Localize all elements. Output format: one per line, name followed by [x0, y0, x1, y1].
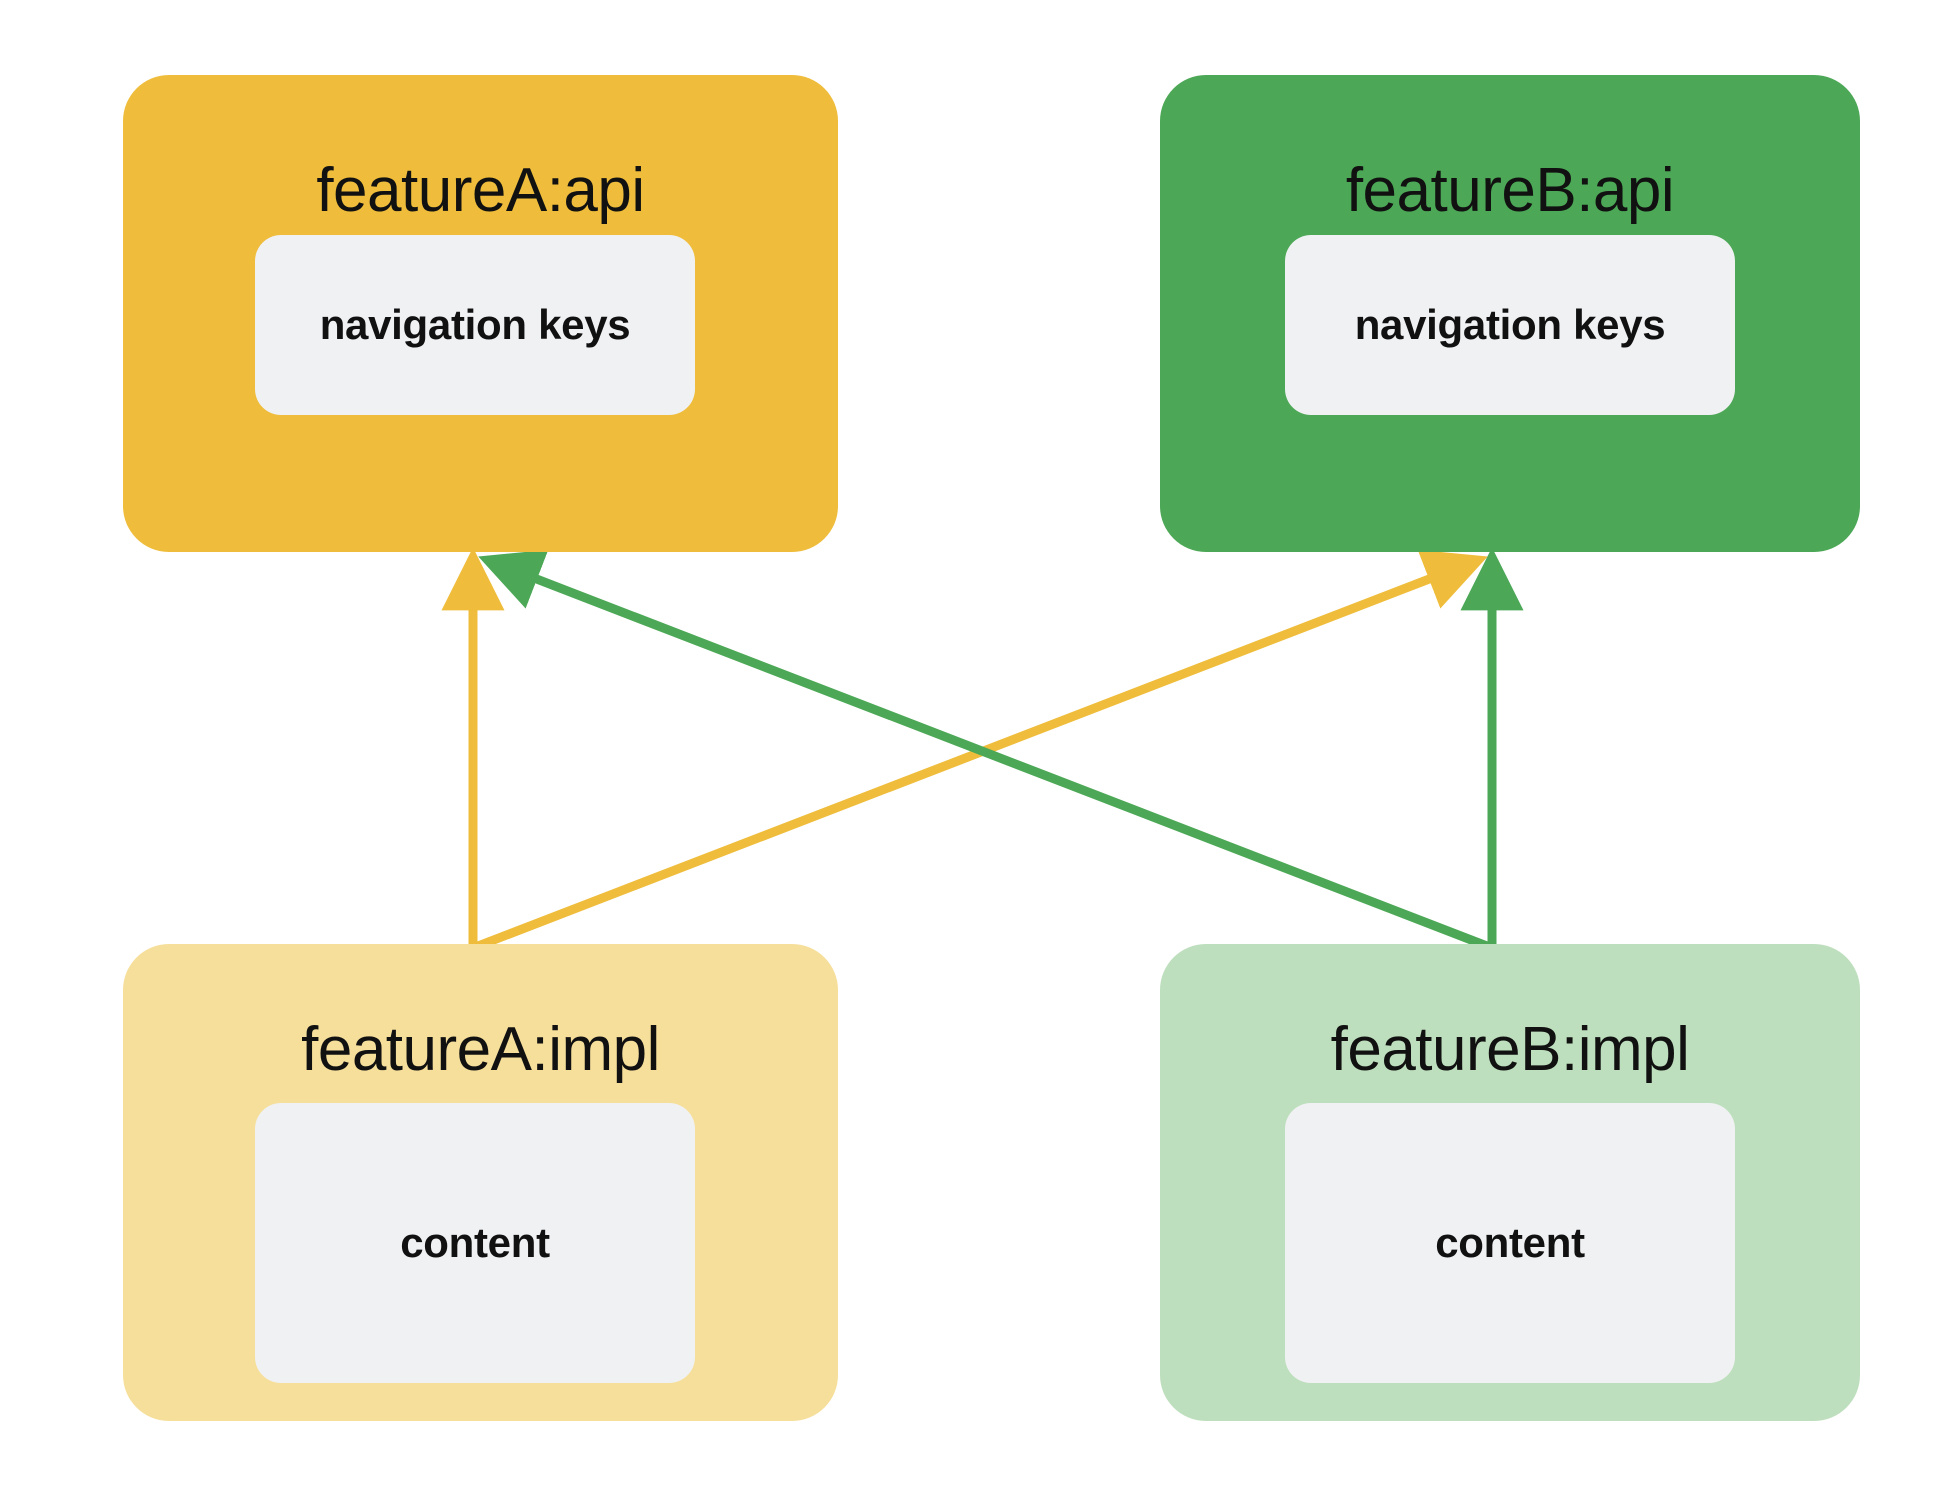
- node-inner-label: navigation keys: [1354, 301, 1666, 348]
- node-title: featureB:api: [1345, 156, 1675, 225]
- node-title: featureA:api: [316, 156, 645, 225]
- edge-implA-to-apiB: [471, 549, 1488, 953]
- edge-implB-to-apiA: [478, 549, 1494, 953]
- node-title: featureA:impl: [301, 1015, 660, 1084]
- node-inner-label: content: [400, 1219, 550, 1266]
- node-inner-label: navigation keys: [319, 301, 631, 348]
- node-inner-label: content: [1435, 1219, 1585, 1266]
- node-title: featureB:impl: [1330, 1015, 1690, 1084]
- node-featureB-impl-inner-panel: content: [1285, 1103, 1735, 1383]
- node-featureA-impl-inner-panel: content: [255, 1103, 695, 1383]
- node-featureB-api-inner-panel: navigation keys: [1285, 235, 1735, 415]
- node-featureA-api-inner-panel: navigation keys: [255, 235, 695, 415]
